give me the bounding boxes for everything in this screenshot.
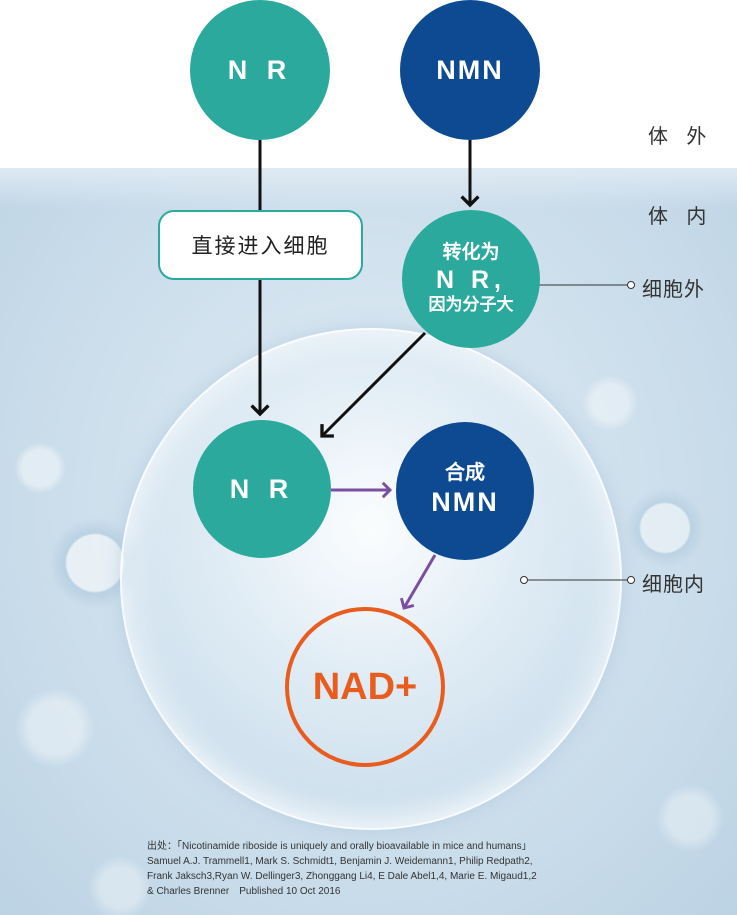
source-citation: 出处：「Nicotinamide riboside is uniquely an…	[147, 839, 587, 899]
label-inside-cell: 细胞内	[642, 572, 705, 596]
label-outside-body: 体 外	[648, 124, 713, 148]
nr-inside-label: N R	[229, 473, 295, 504]
source-line2: Samuel A.J. Trammell1, Mark S. Schmidt1,…	[147, 856, 533, 867]
nr-inside-node: N R	[193, 420, 331, 558]
nad-label: NAD+	[312, 665, 418, 708]
label-outside-cell: 细胞外	[642, 277, 705, 301]
synth-nmn-node: 合成 NMN	[396, 422, 534, 560]
arrow-synth-to-nad	[400, 554, 437, 610]
label-inside-body: 体 内	[648, 204, 713, 228]
direct-entry-box: 直接进入细胞	[158, 210, 363, 280]
nr-outside-node: N R	[190, 0, 330, 140]
nmn-outside-label: NMN	[436, 54, 504, 85]
convert-line2: N R,	[436, 266, 506, 295]
source-line4: & Charles Brenner Published 10 Oct 2016	[147, 886, 341, 897]
nr-outside-label: N R	[227, 54, 293, 85]
source-line1: 出处：「Nicotinamide riboside is uniquely an…	[147, 841, 532, 852]
nad-node: NAD+	[285, 607, 445, 767]
synth-line1: 合成	[445, 462, 485, 485]
convert-node: 转化为 N R, 因为分子大	[402, 210, 540, 348]
nmn-outside-node: NMN	[400, 0, 540, 140]
water-surface-fade	[0, 168, 737, 208]
source-line3: Frank Jaksch3,Ryan W. Dellinger3, Zhongg…	[147, 871, 537, 882]
synth-line2: NMN	[431, 487, 499, 518]
convert-line1: 转化为	[442, 242, 500, 264]
arrow-convert-to-nr-inside	[320, 331, 427, 438]
convert-line3: 因为分子大	[428, 295, 514, 315]
